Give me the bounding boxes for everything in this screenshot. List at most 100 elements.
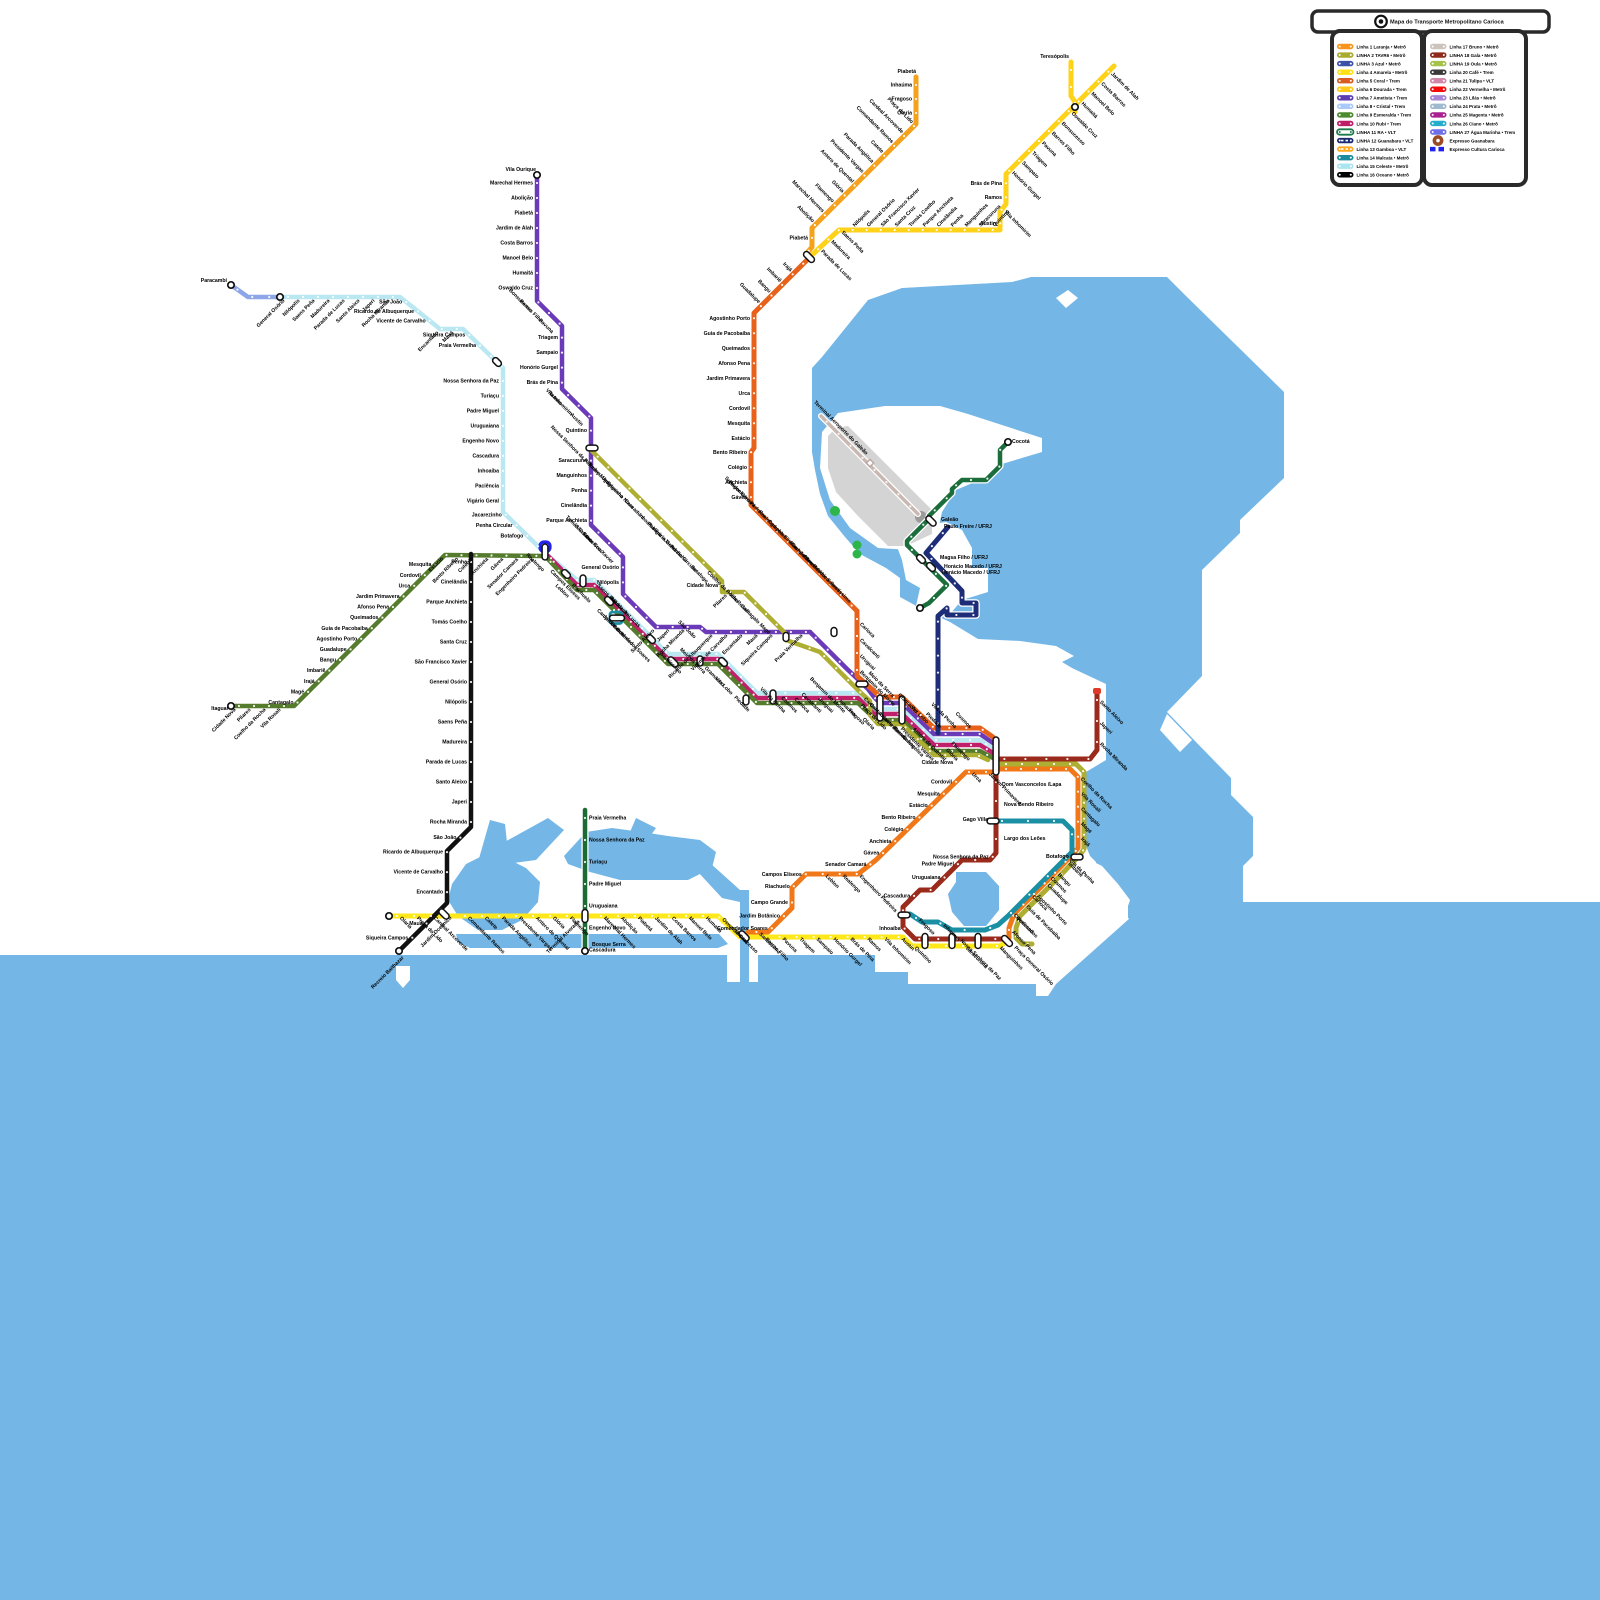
svg-text:Linha 14 Malcata • Metrô: Linha 14 Malcata • Metrô: [1357, 155, 1410, 160]
svg-text:Linha 20 Café • Trem: Linha 20 Café • Trem: [1450, 70, 1494, 75]
svg-text:Cinelândia: Cinelândia: [561, 503, 587, 509]
svg-text:Anchieta: Anchieta: [869, 839, 891, 845]
svg-text:Quintino: Quintino: [566, 428, 587, 434]
svg-text:Linha 26 Ciano • Metrô: Linha 26 Ciano • Metrô: [1450, 121, 1499, 126]
svg-text:Irajá: Irajá: [781, 261, 793, 273]
svg-text:Uruguaiana: Uruguaiana: [589, 904, 618, 910]
svg-text:Siqueira Campos: Siqueira Campos: [423, 333, 465, 339]
svg-text:Humaitá: Humaitá: [513, 271, 534, 277]
svg-text:Mapa do Transporte Metropolita: Mapa do Transporte Metropolitano Carioca: [1390, 20, 1505, 26]
svg-text:Guadalupe: Guadalupe: [320, 647, 347, 653]
svg-text:Guia de Pacobaíba: Guia de Pacobaíba: [321, 626, 368, 632]
svg-text:Rocha Miranda: Rocha Miranda: [430, 820, 467, 826]
svg-text:Estácio: Estácio: [909, 803, 927, 809]
svg-text:LINHA 2 TAVR6 • Metrô: LINHA 2 TAVR6 • Metrô: [1357, 53, 1406, 58]
svg-text:Parque Anchieta: Parque Anchieta: [426, 600, 467, 606]
svg-text:LINHA 3 Azul • Metrô: LINHA 3 Azul • Metrô: [1357, 61, 1401, 66]
svg-text:Vigário Geral: Vigário Geral: [467, 499, 500, 505]
svg-text:Manoel Belo: Manoel Belo: [502, 256, 533, 262]
svg-text:Abolição: Abolição: [511, 196, 533, 202]
svg-text:Inhoaíba: Inhoaíba: [879, 926, 900, 932]
svg-text:Linha 23 Lilás • Metrô: Linha 23 Lilás • Metrô: [1450, 96, 1496, 101]
svg-text:Saracuruna: Saracuruna: [558, 458, 587, 464]
svg-text:LINHA 11 RA • VLT: LINHA 11 RA • VLT: [1357, 130, 1397, 135]
svg-text:Praia Vermelha: Praia Vermelha: [589, 816, 626, 822]
svg-text:Saens Peña: Saens Peña: [438, 720, 467, 726]
svg-text:Nossa Senhora da Paz: Nossa Senhora da Paz: [443, 379, 499, 385]
svg-text:Cascadura: Cascadura: [472, 454, 499, 460]
svg-text:Cocotá: Cocotá: [1012, 439, 1030, 445]
svg-text:Paulo Freire / UFRJ: Paulo Freire / UFRJ: [944, 524, 992, 530]
svg-text:Linha 10 Rubi • Trem: Linha 10 Rubi • Trem: [1357, 121, 1401, 126]
svg-text:Olaria: Olaria: [897, 111, 912, 117]
svg-text:Cidade Nova: Cidade Nova: [687, 583, 719, 589]
svg-text:Campos Elíseos: Campos Elíseos: [762, 872, 802, 878]
svg-text:Linha 24 Prata • Metrô: Linha 24 Prata • Metrô: [1450, 104, 1497, 109]
svg-text:Penha: Penha: [451, 560, 467, 566]
svg-text:Afonso Pena: Afonso Pena: [357, 605, 389, 611]
svg-text:Gago Villa: Gago Villa: [963, 817, 988, 823]
svg-text:Uruguaiana: Uruguaiana: [470, 424, 499, 430]
svg-text:Sampaio: Sampaio: [536, 350, 558, 356]
svg-text:Bosque Serra: Bosque Serra: [592, 942, 626, 948]
svg-text:Engenho Novo: Engenho Novo: [462, 439, 499, 445]
svg-text:Vila Ourique: Vila Ourique: [506, 167, 537, 173]
svg-text:Linha 17 Bruno • Metrô: Linha 17 Bruno • Metrô: [1450, 44, 1499, 49]
svg-text:Japeri: Japeri: [452, 800, 468, 806]
svg-text:Botafogo: Botafogo: [1046, 854, 1069, 860]
svg-text:Brás de Pina: Brás de Pina: [971, 181, 1003, 187]
svg-text:Itaguaí: Itaguaí: [211, 706, 228, 712]
svg-text:Cordovil: Cordovil: [400, 573, 422, 579]
svg-text:Ricardo de Albuquerque: Ricardo de Albuquerque: [354, 309, 414, 315]
svg-text:São Francisco Xavier: São Francisco Xavier: [415, 660, 467, 666]
svg-text:General Osório: General Osório: [582, 565, 619, 571]
svg-text:Linha 4 Amarela • Metrô: Linha 4 Amarela • Metrô: [1357, 70, 1408, 75]
svg-text:Nilópolis: Nilópolis: [445, 700, 467, 706]
svg-text:Cordovil: Cordovil: [931, 779, 953, 785]
svg-text:Mesquita: Mesquita: [917, 791, 940, 797]
svg-text:Padre Miguel: Padre Miguel: [467, 409, 500, 415]
svg-text:Piabetá: Piabetá: [515, 211, 534, 217]
svg-text:Parada de Lucas: Parada de Lucas: [426, 760, 467, 766]
svg-text:Linha 7 Ametista • Trem: Linha 7 Ametista • Trem: [1357, 96, 1408, 101]
svg-text:Turiaçu: Turiaçu: [481, 394, 499, 400]
svg-text:Linha 25 Magenta • Metrô: Linha 25 Magenta • Metrô: [1450, 113, 1504, 118]
svg-text:Riachuelo: Riachuelo: [765, 884, 790, 890]
svg-text:São João: São João: [379, 300, 402, 306]
svg-text:Cidade Nova: Cidade Nova: [922, 760, 954, 766]
svg-text:Padre Miguel: Padre Miguel: [922, 862, 955, 868]
svg-text:Anchieta: Anchieta: [725, 480, 747, 486]
svg-text:Comendador Soares: Comendador Soares: [717, 926, 768, 932]
svg-text:Padre Miguel: Padre Miguel: [589, 882, 622, 888]
svg-text:Cascadura: Cascadura: [589, 948, 616, 954]
svg-text:LINHA 12 Guanabara • VLT: LINHA 12 Guanabara • VLT: [1357, 138, 1414, 143]
svg-text:Parque Anchieta: Parque Anchieta: [546, 518, 587, 524]
svg-text:Magé: Magé: [291, 690, 304, 696]
svg-text:Linha 6 Dourada • Trem: Linha 6 Dourada • Trem: [1357, 87, 1407, 92]
svg-text:Praia Vermelha: Praia Vermelha: [439, 343, 476, 349]
svg-text:Linha 8 • Cristal • Trem: Linha 8 • Cristal • Trem: [1357, 104, 1406, 109]
svg-text:Brás de Pina: Brás de Pina: [527, 380, 559, 386]
svg-text:Gávea: Gávea: [731, 495, 747, 501]
svg-text:Jardim Primavera: Jardim Primavera: [356, 594, 400, 600]
svg-text:Jardim de Alah: Jardim de Alah: [496, 226, 533, 232]
svg-text:Linha 13 Gamboa • VLT: Linha 13 Gamboa • VLT: [1357, 147, 1407, 152]
svg-text:Horácio Macedo / UFRJ: Horácio Macedo / UFRJ: [944, 564, 1002, 570]
svg-text:Expresso Guanabara: Expresso Guanabara: [1450, 138, 1496, 143]
svg-text:Ramos: Ramos: [985, 195, 1002, 201]
svg-text:Urca: Urca: [399, 583, 411, 589]
svg-text:Marechal Hermes: Marechal Hermes: [490, 181, 533, 187]
svg-text:Mesquita: Mesquita: [728, 421, 751, 427]
svg-text:Santa Cruz: Santa Cruz: [440, 640, 468, 646]
svg-text:Urca: Urca: [738, 391, 750, 397]
svg-text:Paracambi: Paracambi: [201, 278, 228, 284]
svg-text:Cantagalo: Cantagalo: [268, 700, 293, 706]
svg-text:Honório Gurgel: Honório Gurgel: [520, 365, 559, 371]
svg-text:Irajá: Irajá: [304, 679, 315, 685]
svg-text:Linha 5 Coral • Trem: Linha 5 Coral • Trem: [1357, 79, 1400, 84]
svg-text:Fragoso: Fragoso: [892, 97, 912, 103]
svg-text:Cascadura: Cascadura: [884, 894, 911, 900]
svg-text:Guia de Pacobaíba: Guia de Pacobaíba: [704, 331, 751, 337]
svg-text:Oswaldo Cruz: Oswaldo Cruz: [498, 286, 533, 292]
svg-text:Nossa Senhora da Paz: Nossa Senhora da Paz: [933, 854, 989, 860]
